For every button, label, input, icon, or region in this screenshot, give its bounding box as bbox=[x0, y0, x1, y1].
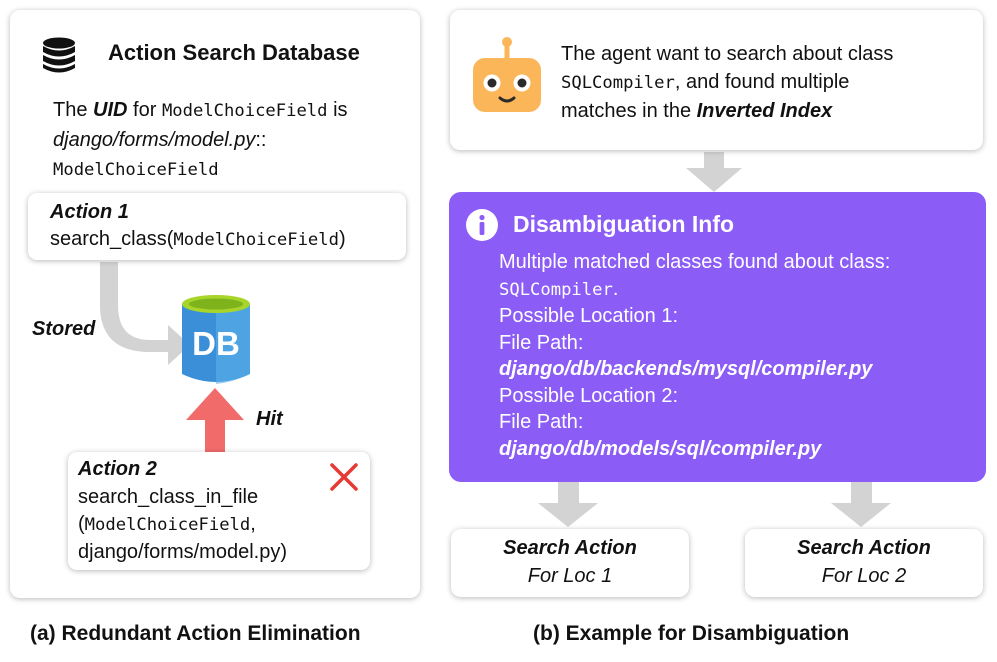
file-path: django/forms/model.py bbox=[53, 129, 256, 151]
stored-arrow bbox=[100, 262, 190, 365]
hit-arrow bbox=[186, 388, 244, 452]
panel-a-title: Action Search Database bbox=[108, 40, 360, 65]
db-cylinder-icon bbox=[182, 295, 250, 384]
class-name-2: ModelChoiceField bbox=[53, 160, 219, 180]
cross-icon bbox=[330, 463, 358, 491]
down-arrow-right bbox=[831, 481, 891, 527]
action-2-title: Action 2 bbox=[78, 458, 157, 480]
robot-icon bbox=[473, 37, 541, 112]
loc1-path: django/db/backends/mysql/compiler.py bbox=[499, 358, 873, 380]
uid-description: The UID for ModelChoiceField is django/f… bbox=[53, 99, 348, 180]
caption-a: (a) Redundant Action Elimination bbox=[30, 622, 361, 645]
action-2-card: Action 2 search_class_in_file (ModelChoi… bbox=[68, 452, 370, 570]
action-1-card: Action 1 search_class(ModelChoiceField) bbox=[28, 193, 406, 260]
action-2-call: search_class_in_file (ModelChoiceField, … bbox=[78, 486, 287, 563]
caption-b: (b) Example for Disambiguation bbox=[533, 622, 850, 645]
inverted-index-term: Inverted Index bbox=[696, 100, 833, 122]
class-name: SQLCompiler bbox=[561, 73, 675, 93]
class-name: ModelChoiceField bbox=[161, 101, 328, 121]
search-action-loc2-card: Search Action For Loc 2 bbox=[745, 529, 983, 597]
agent-text: The agent want to search about class SQL… bbox=[561, 43, 894, 122]
search-action-loc1-card: Search Action For Loc 1 bbox=[451, 529, 689, 597]
database-icon bbox=[43, 37, 75, 73]
action-1-call: search_class(ModelChoiceField) bbox=[50, 228, 346, 250]
disambiguation-info-box: Disambiguation Info Multiple matched cla… bbox=[449, 192, 986, 482]
agent-card: The agent want to search about class SQL… bbox=[450, 10, 983, 150]
uid-term: UID bbox=[93, 99, 128, 121]
info-title: Disambiguation Info bbox=[513, 211, 735, 237]
db-label: DB bbox=[192, 325, 240, 362]
down-arrow-left bbox=[538, 481, 598, 527]
stored-label: Stored bbox=[32, 318, 96, 340]
loc2-path: django/db/models/sql/compiler.py bbox=[499, 437, 822, 460]
action-1-title: Action 1 bbox=[50, 201, 129, 223]
class-name: SQLCompiler bbox=[499, 279, 613, 300]
info-icon bbox=[466, 209, 498, 241]
info-body: Multiple matched classes found about cla… bbox=[499, 249, 890, 462]
hit-label: Hit bbox=[256, 408, 283, 430]
down-arrow-top bbox=[686, 152, 742, 192]
